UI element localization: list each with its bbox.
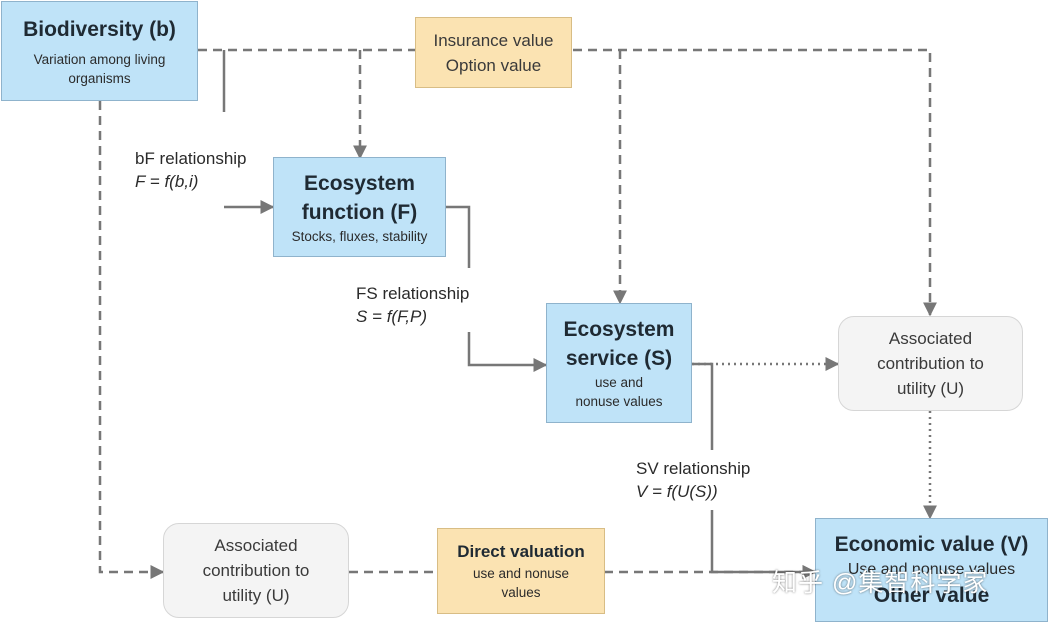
sv-relationship-formula: V = f(U(S)) [636, 482, 718, 501]
ecosystem-service-subtitle-2: nonuse values [575, 394, 663, 409]
economic-value-title: Economic value (V) [834, 533, 1029, 556]
utility-right-line2: contribution to [877, 354, 984, 373]
biodiversity-subtitle: Variation among living organisms [33, 51, 166, 86]
insurance-value-box: Insurance value Option value [415, 17, 572, 88]
bf-relationship: bF relationship F = f(b,i) [135, 147, 247, 193]
ecosystem-service-subtitle-1: use and [594, 375, 644, 390]
economic-value-subtitle: Use and nonuse values [847, 561, 1016, 578]
utility-bottom-line1: Associated [214, 536, 298, 555]
ecosystem-function-subtitle: Stocks, fluxes, stability [291, 228, 428, 244]
watermark: 知乎 @集智科学家 [772, 569, 989, 597]
utility-box-bottom: Associated contribution to utility (U) [163, 523, 349, 618]
sv-line-top [692, 362, 714, 450]
fs-relationship-formula: S = f(F,P) [356, 307, 428, 326]
bf-relationship-label: bF relationship [135, 149, 247, 168]
utility-box-right: Associated contribution to utility (U) [838, 316, 1023, 411]
other-value-label: Other value [873, 584, 990, 607]
fs-relationship-label: FS relationship [356, 284, 470, 303]
direct-valuation-title: Direct valuation [457, 542, 585, 561]
ecosystem-function-title-2: function (F) [301, 200, 418, 224]
direct-valuation-subtitle-2: values [501, 585, 541, 600]
ecosystem-function-title-1: Ecosystem [304, 171, 415, 195]
bf-relationship-formula: F = f(b,i) [135, 172, 199, 191]
ecosystem-service-title-2: service (S) [565, 347, 673, 370]
direct-valuation-subtitle-1: use and nonuse [472, 566, 570, 581]
fs-line-top [446, 205, 471, 268]
fs-line-arrow [467, 332, 548, 372]
ecosystem-service-title-1: Ecosystem [563, 318, 675, 341]
biodiversity-title: Biodiversity (b) [23, 17, 176, 41]
option-value-label: Option value [445, 55, 542, 75]
sv-relationship-label: SV relationship [636, 459, 751, 478]
utility-right-line1: Associated [888, 329, 973, 348]
insurance-value-label: Insurance value [433, 30, 554, 50]
ecosystem-service-box: Ecosystem service (S) use and nonuse val… [546, 303, 692, 423]
economic-value-box: Economic value (V) Use and nonuse values… [815, 518, 1048, 622]
utility-bottom-line3: utility (U) [222, 586, 290, 605]
biodiversity-box: Biodiversity (b) Variation among living … [1, 1, 198, 101]
dashed-left-vertical [98, 101, 165, 579]
utility-right-line3: utility (U) [896, 379, 965, 398]
utility-bottom-line2: contribution to [202, 561, 310, 580]
ecosystem-function-box: Ecosystem function (F) Stocks, fluxes, s… [273, 157, 446, 257]
sv-relationship: SV relationship V = f(U(S)) [636, 457, 750, 503]
fs-relationship: FS relationship S = f(F,P) [356, 282, 469, 328]
direct-valuation-box: Direct valuation use and nonuse values [437, 528, 605, 614]
